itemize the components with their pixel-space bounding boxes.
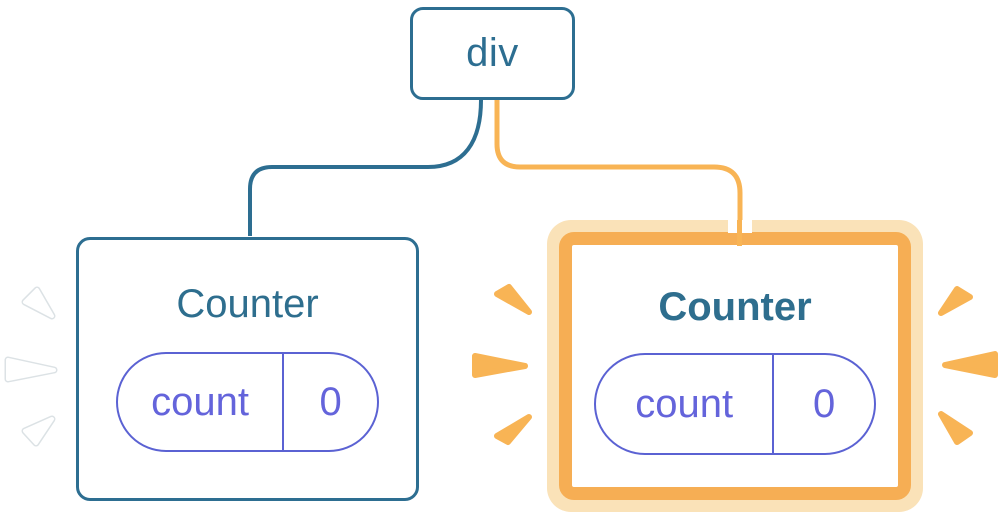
ray-icon — [494, 414, 532, 445]
root-node-div: div — [410, 7, 575, 100]
burst-rays-right — [938, 286, 998, 445]
ray-icon — [942, 351, 998, 378]
state-pill: count 0 — [116, 352, 379, 452]
counter-card-left: Counter count 0 — [76, 237, 419, 501]
state-key: count — [151, 379, 250, 424]
counter-title: Counter — [658, 285, 812, 329]
ray-icon — [938, 286, 973, 316]
ray-icon — [23, 417, 54, 445]
state-pill: count 0 — [594, 353, 876, 455]
root-node-label: div — [466, 31, 519, 75]
tree-edge-left — [244, 99, 487, 236]
ray-icon — [494, 284, 532, 315]
burst-rays-left-fill — [6, 288, 56, 445]
counter-card-right: Counter count 0 — [559, 232, 911, 500]
ray-icon — [23, 288, 54, 318]
state-value: 0 — [772, 355, 874, 453]
edge-entry-line — [737, 220, 742, 246]
state-value: 0 — [282, 354, 377, 450]
burst-rays-inner — [472, 284, 532, 445]
counter-card-right-glow: Counter count 0 — [547, 220, 923, 512]
state-key: count — [635, 381, 734, 426]
counter-title: Counter — [176, 282, 319, 326]
tree-edge-right — [485, 100, 752, 240]
ray-icon — [938, 411, 973, 445]
ray-icon — [6, 358, 56, 381]
ray-icon — [472, 353, 528, 378]
